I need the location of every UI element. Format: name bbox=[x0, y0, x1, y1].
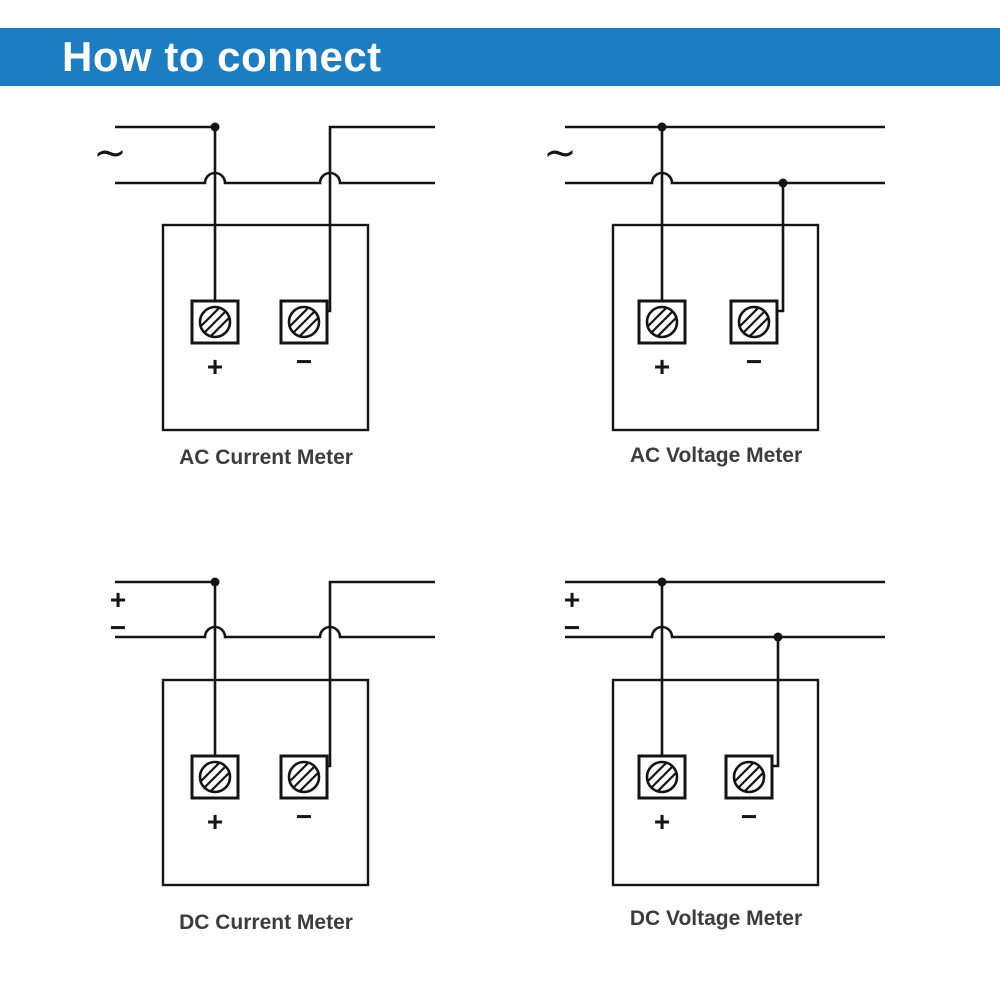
ac-source-symbol: ~ bbox=[93, 130, 127, 176]
terminal-positive-label: + bbox=[654, 351, 670, 382]
terminal-negative-label: − bbox=[746, 346, 762, 377]
diagram-ac-voltage-meter: ~ + − AC Voltage Meter bbox=[543, 122, 885, 467]
power-line-bottom-with-crossover-hops bbox=[115, 625, 435, 639]
screw-terminal-icon bbox=[637, 754, 687, 800]
power-line-bottom-with-crossover-hop bbox=[565, 625, 885, 639]
terminal-negative-label: − bbox=[296, 801, 312, 832]
dc-source-negative-label: − bbox=[564, 612, 580, 643]
dc-source-negative-label: − bbox=[110, 612, 126, 643]
diagram-dc-voltage-meter: + − + − DC Voltage Meter bbox=[564, 577, 885, 930]
dc-source-positive-label: + bbox=[110, 584, 126, 615]
screw-terminal-icon bbox=[190, 299, 240, 345]
screw-terminal-icon bbox=[637, 299, 687, 345]
meter-box bbox=[161, 678, 370, 887]
header-bar: How to connect bbox=[0, 28, 1000, 86]
wire-to-negative-terminal bbox=[777, 183, 785, 313]
diagram-caption: DC Current Meter bbox=[179, 911, 353, 934]
diagram-caption: AC Current Meter bbox=[179, 446, 353, 469]
meter-box bbox=[611, 223, 820, 432]
diagram-dc-current-meter: + − + − DC Current Meter bbox=[110, 577, 435, 934]
diagram-caption: AC Voltage Meter bbox=[630, 444, 802, 467]
terminal-positive-label: + bbox=[207, 351, 223, 382]
power-line-bottom-with-crossover-hops bbox=[115, 171, 435, 185]
diagram-caption: DC Voltage Meter bbox=[630, 907, 802, 930]
screw-terminal-icon bbox=[724, 754, 774, 800]
wire-to-negative-terminal bbox=[772, 637, 780, 768]
terminal-negative-label: − bbox=[741, 801, 757, 832]
page-title: How to connect bbox=[62, 33, 382, 80]
ac-source-symbol: ~ bbox=[543, 130, 577, 176]
power-line-bottom-with-crossover-hop bbox=[565, 171, 885, 185]
meter-box bbox=[611, 678, 820, 887]
meter-box bbox=[161, 223, 370, 432]
terminal-positive-label: + bbox=[654, 806, 670, 837]
terminal-positive-label: + bbox=[207, 806, 223, 837]
screw-terminal-icon bbox=[190, 754, 240, 800]
screw-terminal-icon bbox=[279, 754, 329, 800]
screw-terminal-icon bbox=[279, 299, 329, 345]
diagram-ac-current-meter: ~ + − AC Current Meter bbox=[93, 122, 435, 469]
terminal-negative-label: − bbox=[296, 346, 312, 377]
dc-source-positive-label: + bbox=[564, 584, 580, 615]
wire-to-negative-terminal bbox=[327, 125, 435, 313]
wire-to-negative-terminal bbox=[327, 580, 435, 768]
screw-terminal-icon bbox=[729, 299, 779, 345]
